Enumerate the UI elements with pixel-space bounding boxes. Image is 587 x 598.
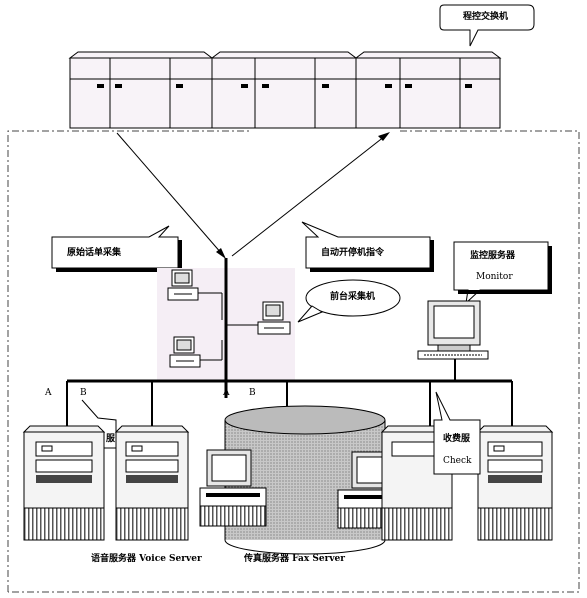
switch-cabinet bbox=[68, 51, 214, 129]
callout-switch bbox=[439, 4, 535, 47]
pbx-switch bbox=[68, 51, 502, 129]
callout-auto-cmd bbox=[301, 221, 434, 272]
data-flow-arrows bbox=[116, 132, 390, 259]
bus-label-b: B bbox=[249, 388, 256, 398]
voice-callout-partial-label: 服 bbox=[106, 434, 116, 444]
system-boundary bbox=[7, 130, 580, 593]
collector-pc bbox=[169, 336, 223, 368]
voice-server bbox=[114, 425, 190, 541]
monitor-label-en: Monitor bbox=[476, 272, 513, 282]
switch-cabinet bbox=[354, 51, 502, 129]
bus-label-a: A bbox=[223, 388, 230, 398]
callout-monitor bbox=[453, 241, 552, 305]
callout-check bbox=[433, 391, 481, 475]
bus-label-a: A bbox=[45, 388, 52, 398]
check-server bbox=[380, 425, 454, 541]
fax-terminal bbox=[199, 449, 267, 527]
monitor-label-cn: 监控服务器 bbox=[470, 251, 516, 261]
callout-raw-collection bbox=[51, 225, 182, 272]
bus-drops bbox=[66, 381, 513, 430]
voice-server bbox=[22, 425, 106, 541]
monitor-workstation bbox=[417, 300, 489, 381]
callout-front-collector bbox=[297, 279, 401, 323]
switch-label: 程控交换机 bbox=[463, 12, 509, 22]
fax-server-label: 传真服务器 Fax Server bbox=[244, 554, 346, 564]
switch-cabinet bbox=[210, 51, 358, 129]
auto-cmd-label: 自动开停机指令 bbox=[321, 248, 385, 258]
collector-pc bbox=[226, 301, 291, 335]
bus-label-b: B bbox=[80, 388, 87, 398]
raw-collection-label: 原始话单采集 bbox=[67, 248, 122, 258]
check-label-en: Check bbox=[443, 456, 472, 466]
check-server bbox=[476, 425, 554, 541]
voice-server-label: 语音服务器 Voice Server bbox=[91, 554, 202, 564]
front-collector-label: 前台采集机 bbox=[330, 292, 376, 302]
collector-pc bbox=[167, 269, 223, 320]
check-label-cn: 收费服 bbox=[443, 434, 471, 444]
callout-voice-partial bbox=[81, 399, 117, 449]
